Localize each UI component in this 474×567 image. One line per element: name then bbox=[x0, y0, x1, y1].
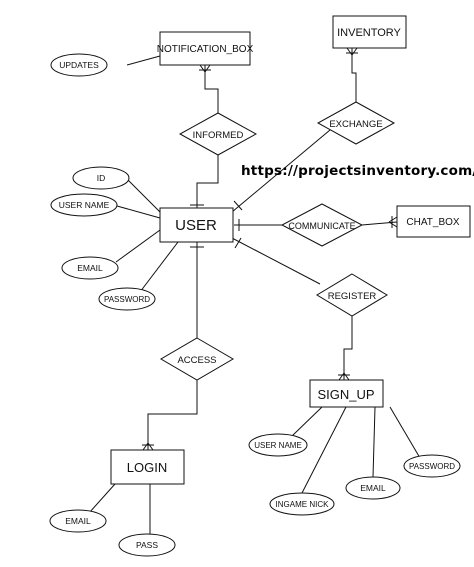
attribute-login-email: EMAIL bbox=[49, 509, 107, 533]
crowfoot-login-b bbox=[147, 442, 154, 451]
crowfoot-chatbox-b bbox=[388, 221, 398, 228]
entity-chat-box-shape bbox=[396, 205, 471, 238]
relationship-register-label: REGISTER bbox=[328, 291, 377, 302]
line-communicate-chatbox bbox=[361, 221, 398, 226]
attribute-user-name-shape bbox=[50, 193, 118, 217]
attribute-login-email-shape bbox=[49, 509, 107, 533]
line-user-email bbox=[115, 229, 161, 263]
entity-user-label: USER bbox=[175, 217, 217, 234]
attribute-user-id-label: ID bbox=[97, 173, 106, 183]
line-informed-notification bbox=[204, 65, 219, 113]
attribute-signup-email-shape bbox=[345, 476, 401, 500]
crowfoot-inventory-a bbox=[346, 47, 353, 56]
line-user-password bbox=[139, 241, 179, 293]
line-access-login bbox=[147, 380, 198, 450]
relationship-register-shape bbox=[316, 273, 388, 317]
attribute-login-pass-shape bbox=[118, 533, 176, 557]
crowfoot-notification-b bbox=[204, 64, 211, 73]
line-signup-user-name bbox=[291, 406, 323, 437]
line-user-id bbox=[127, 179, 161, 213]
relationship-exchange: EXCHANGE bbox=[316, 101, 396, 145]
relationship-access-label: ACCESS bbox=[177, 355, 216, 366]
crowfoot-inventory-b bbox=[351, 47, 358, 56]
entity-sign-up-shape bbox=[309, 379, 384, 408]
crowfoot-chatbox-a bbox=[388, 216, 398, 223]
entity-login-label: LOGIN bbox=[127, 460, 167, 475]
crowfoot-login-a bbox=[142, 442, 149, 451]
entity-chat-box: CHAT_BOX bbox=[396, 205, 471, 238]
entity-login: LOGIN bbox=[110, 449, 185, 485]
relationship-register: REGISTER bbox=[316, 273, 388, 317]
attribute-signup-user-name-label: USER NAME bbox=[254, 441, 302, 450]
attribute-signup-user-name-shape bbox=[248, 433, 308, 457]
relationship-access-shape bbox=[160, 337, 234, 381]
line-login-email bbox=[88, 483, 116, 514]
attribute-user-password-label: PASSWORD bbox=[104, 295, 150, 304]
relationship-exchange-shape bbox=[316, 101, 396, 145]
line-user-register bbox=[231, 237, 321, 285]
attribute-user-name: USER NAME bbox=[50, 193, 118, 217]
line-signup-ingame bbox=[301, 406, 347, 494]
tick-user-exchange bbox=[233, 200, 243, 211]
attribute-signup-email: EMAIL bbox=[345, 476, 401, 500]
attribute-signup-user-name: USER NAME bbox=[248, 433, 308, 457]
connector-lines bbox=[88, 47, 421, 534]
line-signup-email bbox=[372, 406, 376, 478]
attribute-user-password-shape bbox=[98, 287, 156, 311]
attribute-signup-ingame-nick-label: INGAME NICK bbox=[276, 500, 330, 509]
entity-chat-box-label: CHAT_BOX bbox=[406, 217, 459, 228]
attribute-signup-ingame-nick: INGAME NICK bbox=[269, 492, 335, 516]
entity-sign-up: SIGN_UP bbox=[309, 379, 384, 408]
entity-user: USER bbox=[159, 207, 234, 243]
relationship-exchange-label: EXCHANGE bbox=[329, 119, 382, 130]
attribute-login-pass: PASS bbox=[118, 533, 176, 557]
entity-sign-up-label: SIGN_UP bbox=[317, 387, 374, 402]
entity-login-shape bbox=[110, 449, 185, 485]
line-register-signup bbox=[343, 316, 353, 380]
entity-notification-box-label: NOTIFICATION_BOX bbox=[157, 44, 254, 55]
entity-notification-box-shape bbox=[159, 31, 251, 66]
entity-user-shape bbox=[159, 207, 234, 243]
relationship-informed-shape bbox=[178, 112, 258, 156]
relationship-informed: INFORMED bbox=[178, 112, 258, 156]
crowfoot-notification-a bbox=[199, 64, 206, 73]
relationship-informed-label: INFORMED bbox=[193, 130, 244, 141]
tick-user-register bbox=[234, 237, 242, 249]
line-signup-password bbox=[389, 406, 421, 459]
attribute-user-email: EMAIL bbox=[61, 256, 119, 280]
relationship-access: ACCESS bbox=[160, 337, 234, 381]
line-updates bbox=[126, 55, 161, 66]
line-user-informed bbox=[196, 155, 219, 208]
line-user-name bbox=[116, 205, 161, 219]
attribute-user-email-shape bbox=[61, 256, 119, 280]
attribute-updates-label: UPDATES bbox=[59, 60, 99, 70]
attribute-login-pass-label: PASS bbox=[136, 540, 158, 550]
watermark-url: https://projectsinventory.com/ bbox=[241, 163, 474, 179]
entity-notification-box: NOTIFICATION_BOX bbox=[157, 31, 254, 66]
crowfoot-signup-a bbox=[338, 372, 345, 381]
relationship-communicate-shape bbox=[280, 203, 364, 247]
attribute-updates-shape bbox=[50, 53, 108, 77]
attribute-user-password: PASSWORD bbox=[98, 287, 156, 311]
entity-inventory: INVENTORY bbox=[332, 15, 407, 49]
entity-inventory-label: INVENTORY bbox=[337, 27, 401, 39]
attribute-user-email-label: EMAIL bbox=[77, 263, 103, 273]
relationship-communicate: COMMUNICATE bbox=[280, 203, 364, 247]
attribute-signup-password-label: PASSWORD bbox=[409, 462, 455, 471]
attribute-user-name-label: USER NAME bbox=[59, 200, 110, 210]
attribute-login-email-label: EMAIL bbox=[65, 516, 91, 526]
attribute-user-id-shape bbox=[72, 166, 130, 190]
attribute-signup-password-shape bbox=[403, 454, 461, 478]
line-exchange-inventory bbox=[351, 48, 357, 102]
line-user-exchange bbox=[231, 129, 331, 213]
attribute-signup-ingame-nick-shape bbox=[269, 492, 335, 516]
attribute-signup-email-label: EMAIL bbox=[360, 483, 386, 493]
entity-inventory-shape bbox=[332, 15, 407, 49]
attribute-updates: UPDATES bbox=[50, 53, 108, 77]
crowfoot-signup-b bbox=[343, 372, 350, 381]
attribute-user-id: ID bbox=[72, 166, 130, 190]
attribute-signup-password: PASSWORD bbox=[403, 454, 461, 478]
relationship-communicate-label: COMMUNICATE bbox=[288, 221, 355, 231]
